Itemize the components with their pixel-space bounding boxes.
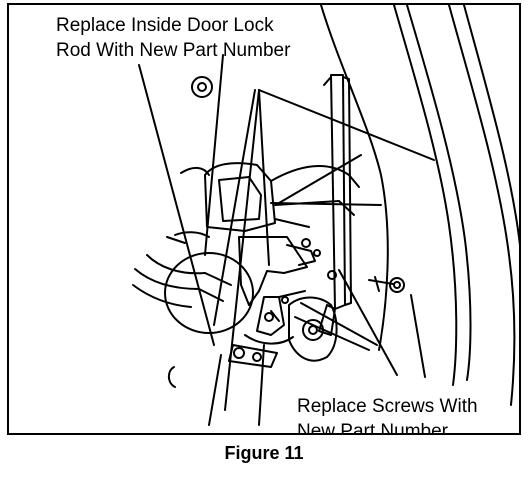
screws-callout-line1: Replace Screws With [297,396,478,417]
figure-frame: Replace Inside Door Lock Rod With New Pa… [7,3,521,435]
screws-callout: Replace Screws With New Part Number [297,394,478,435]
inside-lock-rod [132,254,232,308]
screw-group [281,238,405,304]
lock-rod-callout: Replace Inside Door Lock Rod With New Pa… [56,13,290,63]
detail-circle [164,252,254,334]
lock-rod-callout-line2: Rod With New Part Number [56,40,291,61]
screws-leader-lines [294,269,426,378]
door-lock-illustration [132,5,519,426]
mounting-hole [191,76,213,98]
screws-callout-line2: New Part Number [297,421,448,435]
figure-caption: Figure 11 [224,443,304,463]
screw-icon [313,249,321,257]
screw-icon [301,238,311,248]
lower-panel-lines [167,344,265,426]
lock-rod-callout-line1: Replace Inside Door Lock [56,15,274,36]
lock-rod-leader-lines [138,54,435,411]
door-panel-edge [320,5,519,406]
screw-icon [327,270,337,280]
screw-icon [281,296,289,304]
